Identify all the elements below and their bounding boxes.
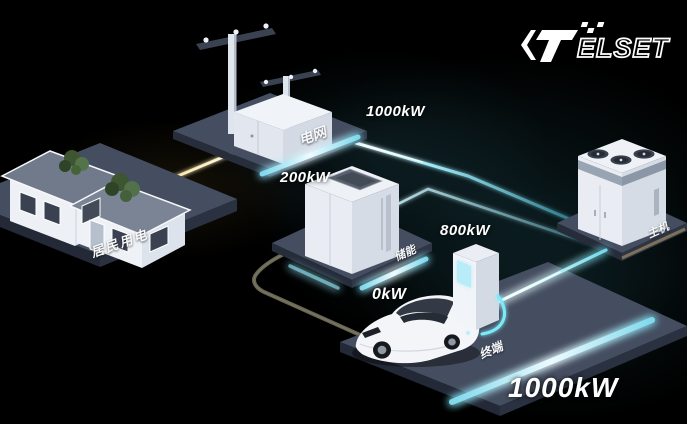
flow-label-storage-output: 800kW: [440, 222, 491, 239]
host-cooling-fans: [587, 149, 655, 165]
logo-t-mark: [521, 22, 605, 62]
storage-edge-glow-strips: [288, 256, 429, 291]
beam-grid-to-host: [354, 141, 576, 223]
charging-pile-screen: [457, 260, 471, 288]
residential-house: [0, 150, 192, 268]
flow-label-grid-output: 1000kW: [366, 103, 425, 120]
terminal-edge-glow-strip: [449, 317, 655, 405]
car-glass-roof: [396, 298, 454, 317]
flow-label-residential-supply: 200kW: [280, 169, 331, 186]
telset-logo: ELSET: [521, 20, 673, 71]
house-window: [149, 225, 169, 253]
logo-letters: ELSET: [577, 33, 671, 63]
cable-storage-to-terminal-idle: [252, 252, 400, 354]
grid-transformer-box: [234, 94, 332, 164]
house-door: [89, 219, 105, 255]
ev-car: [352, 295, 480, 367]
house-window: [81, 197, 101, 225]
utility-pole-large: [196, 23, 276, 134]
charging-pile: [453, 244, 507, 336]
flow-label-storage-idle: 0kW: [372, 286, 407, 303]
car-headlight: [362, 327, 381, 338]
grid-edge-glow-strip: [259, 134, 361, 177]
house-window: [19, 191, 37, 217]
garden-bushes: [59, 150, 140, 202]
beam-storage-to-host: [390, 187, 600, 248]
house-window: [43, 200, 61, 226]
logo-checker-flag-icon: [580, 22, 605, 33]
flow-label-terminal-charging: 1000kW: [508, 372, 619, 403]
host-cabinet: [578, 139, 666, 246]
storage-cabinet: [305, 166, 399, 274]
house-window: [111, 227, 129, 253]
charging-cable: [480, 294, 507, 336]
